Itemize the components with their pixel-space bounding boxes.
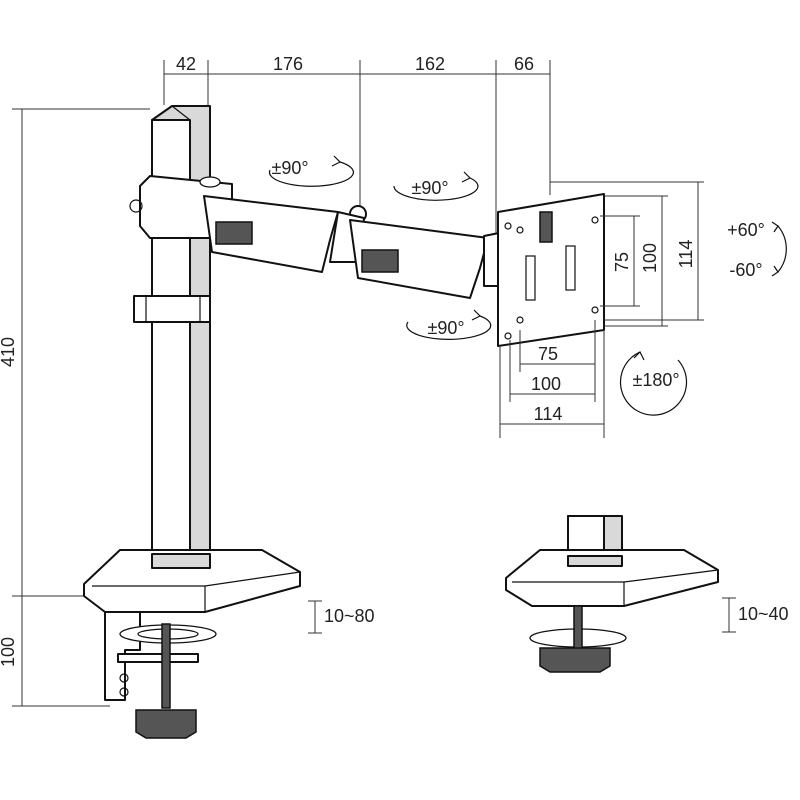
rotation-label-arm-2: ±90° — [411, 178, 448, 198]
dim-height-100: 100 — [0, 637, 18, 667]
rotate-label: ±180° — [632, 370, 679, 390]
cable-clip — [133, 295, 211, 323]
arm-segment-2 — [349, 219, 489, 299]
plate-v-100: 100 — [640, 243, 660, 273]
plate-h-100: 100 — [531, 374, 561, 394]
clamp-range-marker-1 — [308, 600, 322, 634]
vesa-vertical-dimensions — [550, 181, 704, 327]
plate-v-114: 114 — [676, 240, 696, 269]
dim-height-410: 410 — [0, 337, 18, 367]
clamp-range-marker-2 — [722, 597, 736, 633]
plate-h-75: 75 — [538, 344, 558, 364]
base-plate — [83, 549, 301, 613]
pole — [151, 105, 211, 569]
dim-top-42: 42 — [176, 54, 196, 74]
dim-top-66: 66 — [514, 54, 534, 74]
plate-v-75: 75 — [612, 252, 632, 272]
vesa-horizontal-dimensions — [499, 320, 605, 438]
rotation-label-arm-3: ±90° — [427, 318, 464, 338]
clamp-range-label-1: 10~80 — [324, 606, 375, 626]
arm-segment-1 — [203, 195, 339, 273]
rotation-label-arm-1: ±90° — [271, 158, 308, 178]
tilt-up-label: +60° — [727, 220, 765, 240]
tilt-arc-arrow — [771, 221, 787, 277]
clamp-left — [104, 611, 217, 739]
dim-top-176: 176 — [273, 54, 303, 74]
rotation-ellipse-2 — [393, 171, 479, 201]
clamp-range-label-2: 10~40 — [738, 604, 789, 624]
vesa-plate — [497, 193, 605, 347]
rotate-circle-arrow — [619, 350, 688, 416]
top-dimension-lines — [163, 60, 551, 238]
plate-h-114: 114 — [534, 404, 563, 424]
rotation-ellipse-3 — [406, 309, 492, 340]
grommet-base — [505, 549, 719, 607]
tilt-down-label: -60° — [729, 260, 762, 280]
rotation-ellipse-1 — [268, 155, 354, 187]
dim-top-162: 162 — [415, 54, 445, 74]
grommet-bolt — [529, 605, 627, 673]
